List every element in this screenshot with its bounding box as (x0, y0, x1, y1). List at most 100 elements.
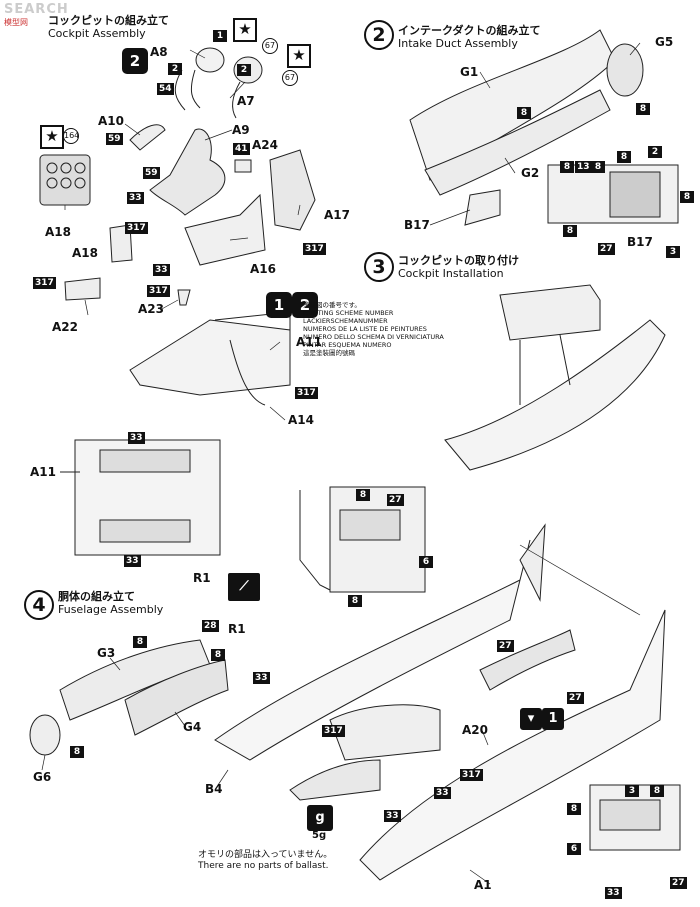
star-icon: ★ (233, 18, 257, 42)
paint-number: 8 (356, 489, 370, 501)
paint-number: 8 (680, 191, 694, 203)
legend-line: NUMEROS DE LA LISTE DE PEINTURES (303, 325, 427, 333)
paint-number: 317 (460, 769, 483, 781)
cockpit-install (499, 284, 601, 341)
part-label-r1: R1 (193, 571, 211, 585)
paint-number: 2 (168, 63, 182, 75)
paint-number: 3 (625, 785, 639, 797)
paint-number: 33 (434, 787, 451, 799)
step2-number: 2 (364, 20, 394, 50)
part-r1-icon: ⟋ (228, 573, 260, 601)
tail-a1 (519, 523, 546, 602)
paint-number: 27 (598, 243, 615, 255)
scheme-1-marker: 1 (542, 708, 564, 730)
circled-number: 67 (262, 38, 278, 54)
part-label-g3: G3 (97, 646, 116, 660)
legend-line: LACKIERSCHEMANUMMER (303, 317, 388, 325)
paint-number: 1 (213, 30, 227, 42)
ballast-weight-icon: g (307, 805, 333, 831)
hose-a7 (232, 81, 241, 119)
step3-title-jp: コックピットの取り付け (398, 254, 519, 267)
part-label-a22: A22 (52, 320, 78, 334)
part-label-a1: A1 (474, 878, 492, 892)
paint-number: 8 (517, 107, 531, 119)
ballast-note-jp: オモリの部品は入っていません。 (198, 850, 333, 860)
paint-number: 33 (124, 555, 141, 567)
nose-gear-bay (289, 759, 381, 801)
part-label-a17: A17 (324, 208, 350, 222)
watermark-sub: 模型网 (4, 18, 28, 27)
scheme-1-marker: 1 (266, 292, 292, 318)
seat-back-a17 (269, 149, 316, 231)
part-label-a9: A9 (232, 123, 250, 137)
circled-number: 67 (282, 70, 298, 86)
scheme-marker: ▾ (520, 708, 542, 730)
paint-number: 28 (202, 620, 219, 632)
nose-fuselage (444, 319, 666, 471)
paint-number: 8 (650, 785, 664, 797)
part-label-b17-detail: B17 (627, 235, 653, 249)
paint-number: 317 (147, 285, 170, 297)
paint-number: 8 (567, 803, 581, 815)
part-label-g4: G4 (183, 720, 202, 734)
part-label-a11-topview: A11 (30, 465, 56, 479)
step1-title-en: Cockpit Assembly (48, 27, 146, 40)
part-a23 (177, 289, 191, 306)
legend-line: PINTAR ESQUEMA NUMERO (303, 341, 392, 349)
arm-a10 (129, 124, 166, 151)
part-label-g1: G1 (460, 65, 479, 79)
paint-number: 8 (348, 595, 362, 607)
paint-number: 317 (125, 222, 148, 234)
part-label-b4: B4 (205, 782, 223, 796)
watermark-text: SEARCH (4, 2, 69, 17)
legend-line: PAINTING SCHEME NUMBER (303, 309, 394, 317)
part-label-g2: G2 (521, 166, 540, 180)
part-label-g6: G6 (33, 770, 52, 784)
pilot-a9 (149, 128, 226, 216)
paint-number: 3 (666, 246, 680, 258)
paint-number: 27 (567, 692, 584, 704)
intake-lip-g6 (29, 714, 61, 756)
part-label-r1-attach: R1 (228, 622, 246, 636)
fuselage-a1 (359, 609, 666, 881)
part-b17 (464, 189, 501, 226)
seat-a16 (184, 193, 266, 266)
star-icon: ★ (287, 44, 311, 68)
part-label-a11: A11 (296, 335, 322, 349)
paint-number: 33 (384, 810, 401, 822)
scheme-2-marker: 2 (122, 48, 148, 74)
part-label-a16: A16 (250, 262, 276, 276)
paint-number: 2 (648, 146, 662, 158)
paint-number: 317 (295, 387, 318, 399)
paint-number: 27 (497, 640, 514, 652)
paint-number: 8 (560, 161, 574, 173)
paint-number: 8 (133, 636, 147, 648)
paint-number: 317 (303, 243, 326, 255)
paint-number: 6 (567, 843, 581, 855)
part-label-a8: A8 (150, 45, 168, 59)
paint-number: 33 (253, 672, 270, 684)
cockpit-tub-a11 (129, 319, 291, 396)
part-label-a14: A14 (288, 413, 314, 427)
helmet-a8 (195, 47, 225, 73)
paint-number: 27 (670, 877, 687, 889)
part-label-a18-panel: A18 (45, 225, 71, 239)
intake-duct-g2 (424, 89, 611, 196)
part-label-a10: A10 (98, 114, 124, 128)
paint-number: 13 (575, 161, 592, 173)
ballast-weight: 5g (312, 830, 327, 841)
paint-number: 2 (237, 64, 251, 76)
jet-pipe (479, 629, 576, 691)
fuselage-b4 (214, 539, 531, 761)
part-label-a24: A24 (252, 138, 278, 152)
part-a18-small (109, 224, 133, 263)
part-label-a20: A20 (462, 723, 488, 737)
paint-number: 6 (419, 556, 433, 568)
paint-number: 33 (128, 432, 145, 444)
part-label-b17: B17 (404, 218, 430, 232)
paint-number: 33 (605, 887, 622, 899)
ballast-note-en: There are no parts of ballast. (198, 861, 329, 871)
paint-number: 27 (387, 494, 404, 506)
legend-line: 這是塗裝圖的號碼 (303, 349, 355, 357)
